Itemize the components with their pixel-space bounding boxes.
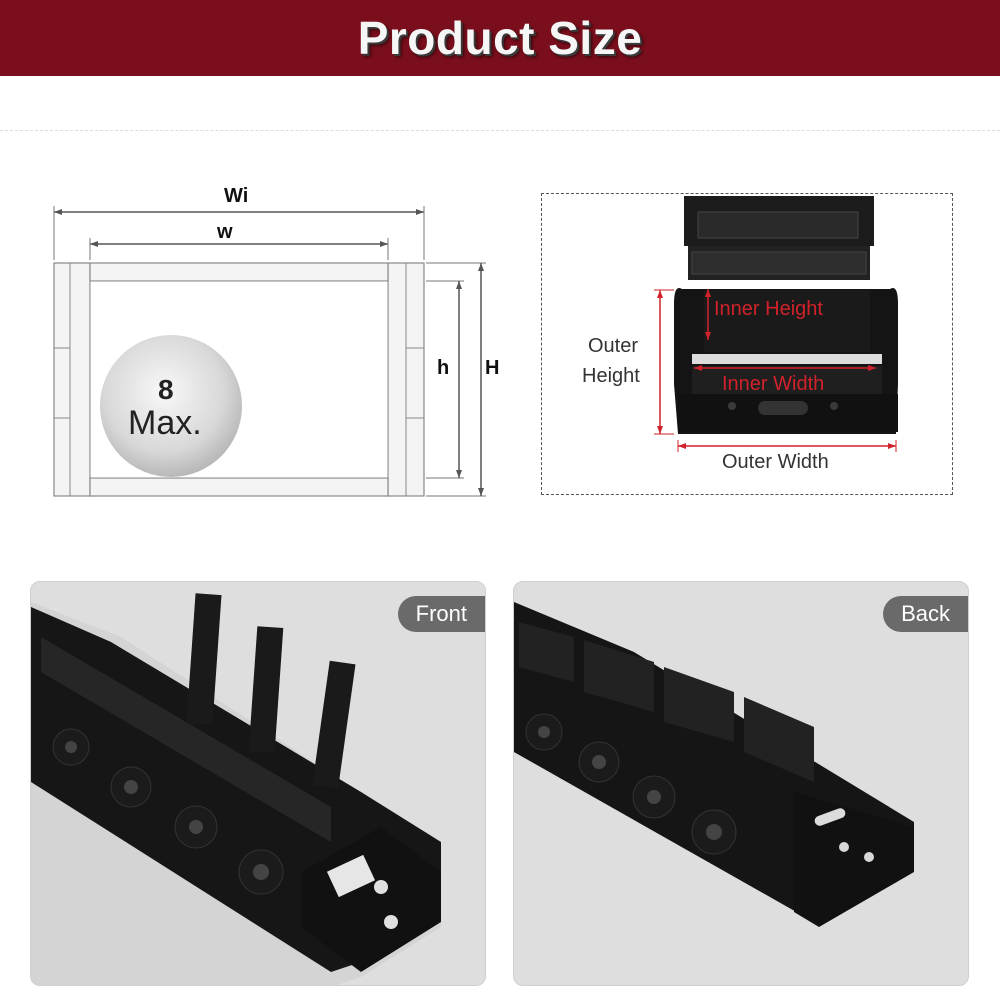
inner-width-text: Inner Width [722,373,824,395]
divider [0,130,1000,131]
back-tag: Back [883,596,968,632]
header-banner: Product Size [0,0,1000,76]
ball-max-label: Max. [128,404,202,442]
back-chain-image [514,602,914,927]
spec-photo-box: Inner Height Inner Width Outer Height Ou… [541,193,953,495]
outer-height-text-line1: Outer [588,335,638,357]
ball-number: 8 [158,374,174,405]
back-view-panel: Back [513,581,969,986]
outer-width-label: Wi [224,185,248,207]
front-chain-image [31,593,441,985]
outer-width-text: Outer Width [722,451,829,473]
front-tag: Front [397,596,485,632]
inner-height-label: h [437,357,449,379]
front-view-panel: Front [30,581,486,986]
inner-height-text: Inner Height [714,298,823,320]
inner-width-label: w [216,221,233,243]
page-title: Product Size [357,12,643,64]
dimension-diagram: Wi w 8 Max. [40,170,520,510]
chain-end-image [674,196,898,434]
outer-height-text-line2: Height [582,365,640,387]
outer-height-label: H [485,357,499,379]
